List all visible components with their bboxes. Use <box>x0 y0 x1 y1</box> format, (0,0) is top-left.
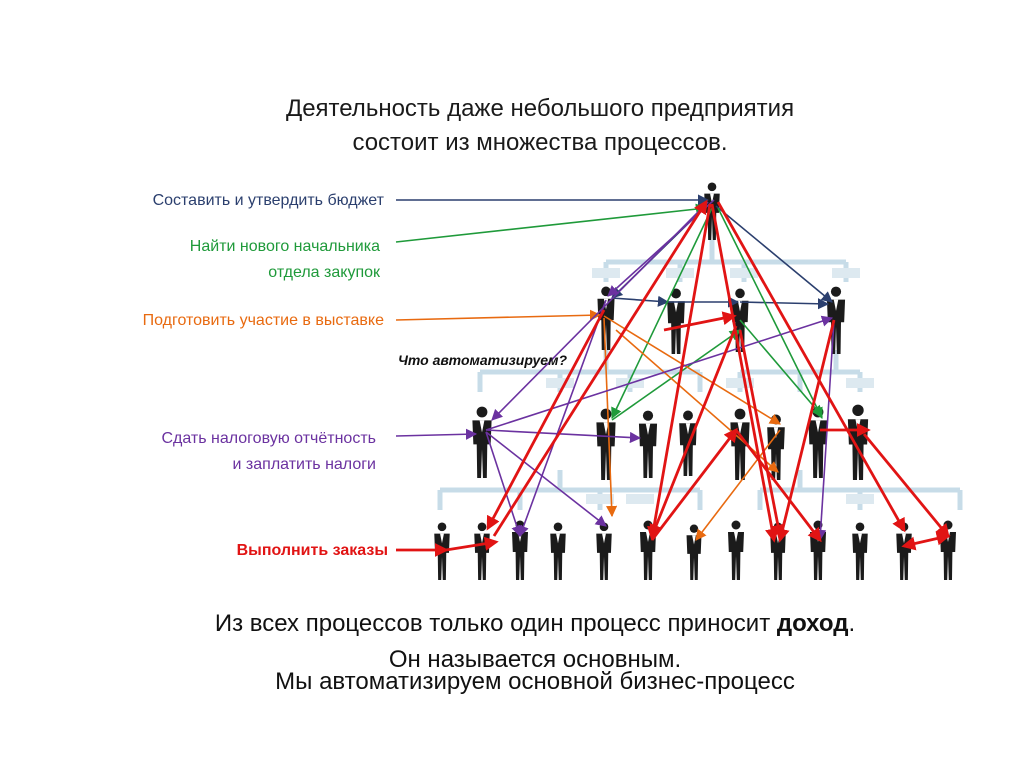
page-title: Деятельность даже небольшого предприятия… <box>0 92 1024 160</box>
boss-leader-arrow <box>395 203 708 243</box>
tax-arrows <box>485 199 835 542</box>
bottom-line-1: Из всех процессов только один процесс пр… <box>0 610 1024 638</box>
people-silhouettes <box>434 182 956 580</box>
person-silhouette <box>474 522 490 580</box>
label-new-boss-line-1: Найти нового начальника <box>189 238 380 255</box>
label-new-boss: Найти нового начальника отдела закупок <box>60 234 380 286</box>
label-taxes-line-2: и заплатить налоги <box>232 456 376 473</box>
person-silhouette <box>852 522 868 580</box>
label-leader-lines <box>395 194 710 440</box>
person-silhouette <box>826 286 846 354</box>
org-chart-boxes <box>546 268 874 504</box>
person-silhouette <box>686 524 702 580</box>
person-silhouette <box>550 522 566 580</box>
title-line-1: Деятельность даже небольшого предприятия <box>285 95 795 122</box>
bottom-line-1-suffix: . <box>848 610 856 637</box>
bottom-line-1-bold: доход <box>776 610 849 637</box>
title-line-2: состоит из множества процессов. <box>352 129 728 156</box>
orders-arrows <box>396 199 951 557</box>
label-orders: Выполнить заказы <box>236 542 388 559</box>
exhibition-leader-arrow <box>395 309 602 321</box>
bottom-line-1-prefix: Из всех процессов только один процесс пр… <box>214 610 777 637</box>
label-taxes-line-1: Сдать налоговую отчётность <box>161 430 376 447</box>
person-silhouette <box>896 522 912 580</box>
person-silhouette <box>847 404 869 480</box>
tax-leader-arrow <box>395 428 478 440</box>
automation-question: Что автоматизируем? <box>398 352 567 368</box>
label-new-boss-line-2: отдела закупок <box>268 264 380 281</box>
label-budget: Составить и утвердить бюджет <box>152 192 384 209</box>
person-silhouette <box>728 520 744 580</box>
label-exhibition: Подготовить участие в выставке <box>142 312 384 329</box>
boss-arrows <box>611 207 823 421</box>
person-silhouette <box>596 522 612 580</box>
person-silhouette <box>512 520 528 580</box>
bottom-line-2: Он называется основным. <box>388 646 682 673</box>
label-taxes: Сдать налоговую отчётность и заплатить н… <box>40 426 376 478</box>
bottom-line-3: Мы автоматизируем основной бизнес-процес… <box>275 668 795 695</box>
person-silhouette <box>638 410 658 478</box>
